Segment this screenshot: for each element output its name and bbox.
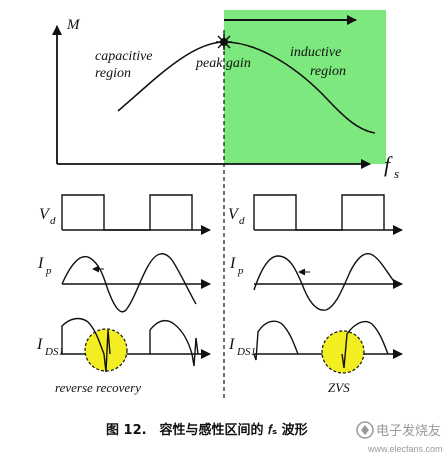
- inductive-region-fill: [224, 10, 386, 164]
- gain-plot: M f s capacitive region peak gain induct…: [52, 10, 399, 400]
- right-vd-sub: d: [239, 215, 245, 227]
- right-zvs-highlight: [321, 330, 365, 374]
- right-waveforms: V d I p I DS1 ZVS: [228, 194, 403, 395]
- right-ip-sub: p: [237, 265, 244, 277]
- left-ip-wave: [61, 253, 197, 313]
- peak-gain-marker: [216, 34, 232, 50]
- capacitive-label-line2: region: [95, 66, 131, 81]
- left-waveforms: V d I p I DS1 reverse recovery: [36, 194, 211, 395]
- peak-gain-label: peak gain: [195, 56, 251, 71]
- fs-axis-label: f: [384, 152, 393, 177]
- gain-curve: [117, 41, 376, 134]
- m-axis-label: M: [66, 17, 81, 33]
- watermark-logo-text: 电子发烧友: [376, 423, 441, 438]
- watermark-url: www.elecfans.com: [367, 444, 443, 454]
- right-annotation: ZVS: [328, 380, 350, 395]
- watermark-logo-icon: [356, 421, 374, 439]
- left-annotation: reverse recovery: [55, 380, 141, 395]
- left-ids-sub: DS1: [44, 346, 64, 358]
- right-ids-label: I: [228, 336, 235, 353]
- left-vd-label: V: [39, 206, 51, 223]
- figure-caption: 图 12. 容性与感性区间的 𝑓ₛ 波形: [106, 422, 308, 438]
- right-ip-wave: [253, 253, 397, 311]
- left-ids-label: I: [36, 336, 43, 353]
- right-ids-wave: [253, 320, 389, 369]
- left-vd-wave: [61, 194, 193, 231]
- inductive-label-line1: inductive: [290, 45, 341, 60]
- left-ids-wave: [61, 317, 199, 373]
- inductive-label-line2: region: [310, 64, 346, 79]
- watermark: 电子发烧友 www.elecfans.com: [356, 421, 443, 454]
- left-ip-label: I: [37, 255, 44, 272]
- left-vd-sub: d: [50, 215, 56, 227]
- right-vd-wave: [253, 194, 385, 231]
- fs-axis-subscript: s: [394, 166, 399, 181]
- left-ip-sub: p: [45, 265, 52, 277]
- right-vd-label: V: [228, 206, 240, 223]
- right-ip-label: I: [229, 255, 236, 272]
- capacitive-label-line1: capacitive: [95, 49, 153, 64]
- right-ids-sub: DS1: [236, 346, 256, 358]
